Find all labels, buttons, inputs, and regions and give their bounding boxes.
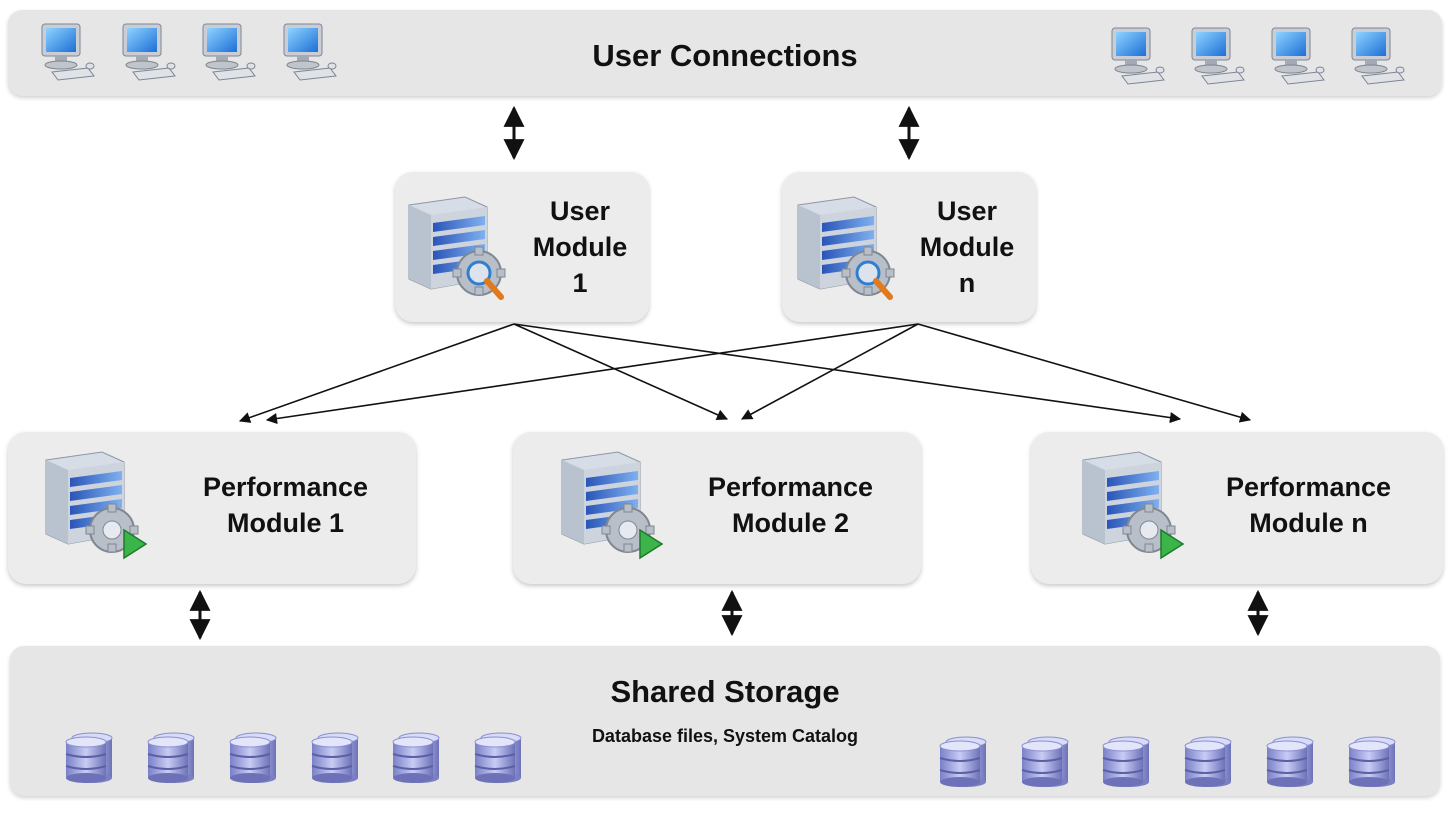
performance-module-2-line1: Performance — [707, 472, 874, 502]
desktop-computer-icon — [38, 22, 96, 89]
database-cylinder-icon — [473, 730, 525, 789]
database-cylinder-icon — [1265, 734, 1317, 793]
user-module-1: User Module 1 — [395, 172, 649, 322]
arrow-umn-to-pm1 — [265, 323, 919, 425]
arrow-um1-to-pm2 — [513, 323, 729, 421]
database-cylinder-icon — [310, 730, 362, 789]
desktop-computer-icon — [1108, 26, 1166, 93]
desktop-computer-icon — [1188, 26, 1246, 93]
desktop-computer-icon — [1348, 26, 1406, 93]
performance-module-n-label: Performance Module n — [1181, 469, 1436, 541]
user-module-n-line2: Module — [919, 232, 1015, 262]
shared-storage-title: Shared Storage — [610, 674, 840, 709]
database-cylinder-icon — [1347, 734, 1399, 793]
database-cylinder-icon — [1183, 734, 1235, 793]
performance-module-2-line2: Module 2 — [731, 508, 849, 538]
desktop-computer-icon — [199, 22, 257, 89]
database-cylinder-icon — [228, 730, 280, 789]
performance-module-2-label: Performance Module 2 — [663, 469, 918, 541]
performance-module-1-label: Performance Module 1 — [158, 469, 413, 541]
database-cylinder-icon — [64, 730, 116, 789]
desktop-computer-icon — [119, 22, 177, 89]
server-magnifier-icon — [403, 193, 515, 308]
arrow-um1-to-pmn — [513, 323, 1182, 424]
user-connections-title: User Connections — [592, 38, 858, 73]
arrow-umn-to-pmn — [917, 323, 1252, 423]
user-module-1-label: User Module 1 — [515, 193, 645, 301]
database-cylinder-icon — [146, 730, 198, 789]
user-module-1-line1: User — [549, 196, 611, 226]
user-module-1-line3: 1 — [572, 268, 588, 298]
performance-module-n-line2: Module n — [1249, 508, 1368, 538]
arrow-umn-to-pm2 — [741, 323, 919, 420]
server-gear-play-icon — [556, 448, 668, 565]
shared-storage-subtitle: Database files, System Catalog — [591, 726, 859, 746]
desktop-computer-icon — [1268, 26, 1326, 93]
performance-module-1-line2: Module 1 — [226, 508, 344, 538]
database-cylinder-icon — [391, 730, 443, 789]
database-cylinder-icon — [1101, 734, 1153, 793]
arrow-um1-to-pm1 — [238, 323, 515, 423]
server-gear-play-icon — [40, 448, 152, 565]
user-module-n-line1: User — [936, 196, 998, 226]
server-gear-play-icon — [1077, 448, 1189, 565]
desktop-computer-icon — [280, 22, 338, 89]
database-cylinder-icon — [1020, 734, 1072, 793]
user-module-1-line2: Module — [532, 232, 628, 262]
user-module-n-label: User Module n — [902, 193, 1032, 301]
server-magnifier-icon — [792, 193, 904, 308]
performance-module-n-line1: Performance — [1225, 472, 1392, 502]
performance-module-1-line1: Performance — [202, 472, 369, 502]
user-module-n-line3: n — [958, 268, 976, 298]
database-cylinder-icon — [938, 734, 990, 793]
